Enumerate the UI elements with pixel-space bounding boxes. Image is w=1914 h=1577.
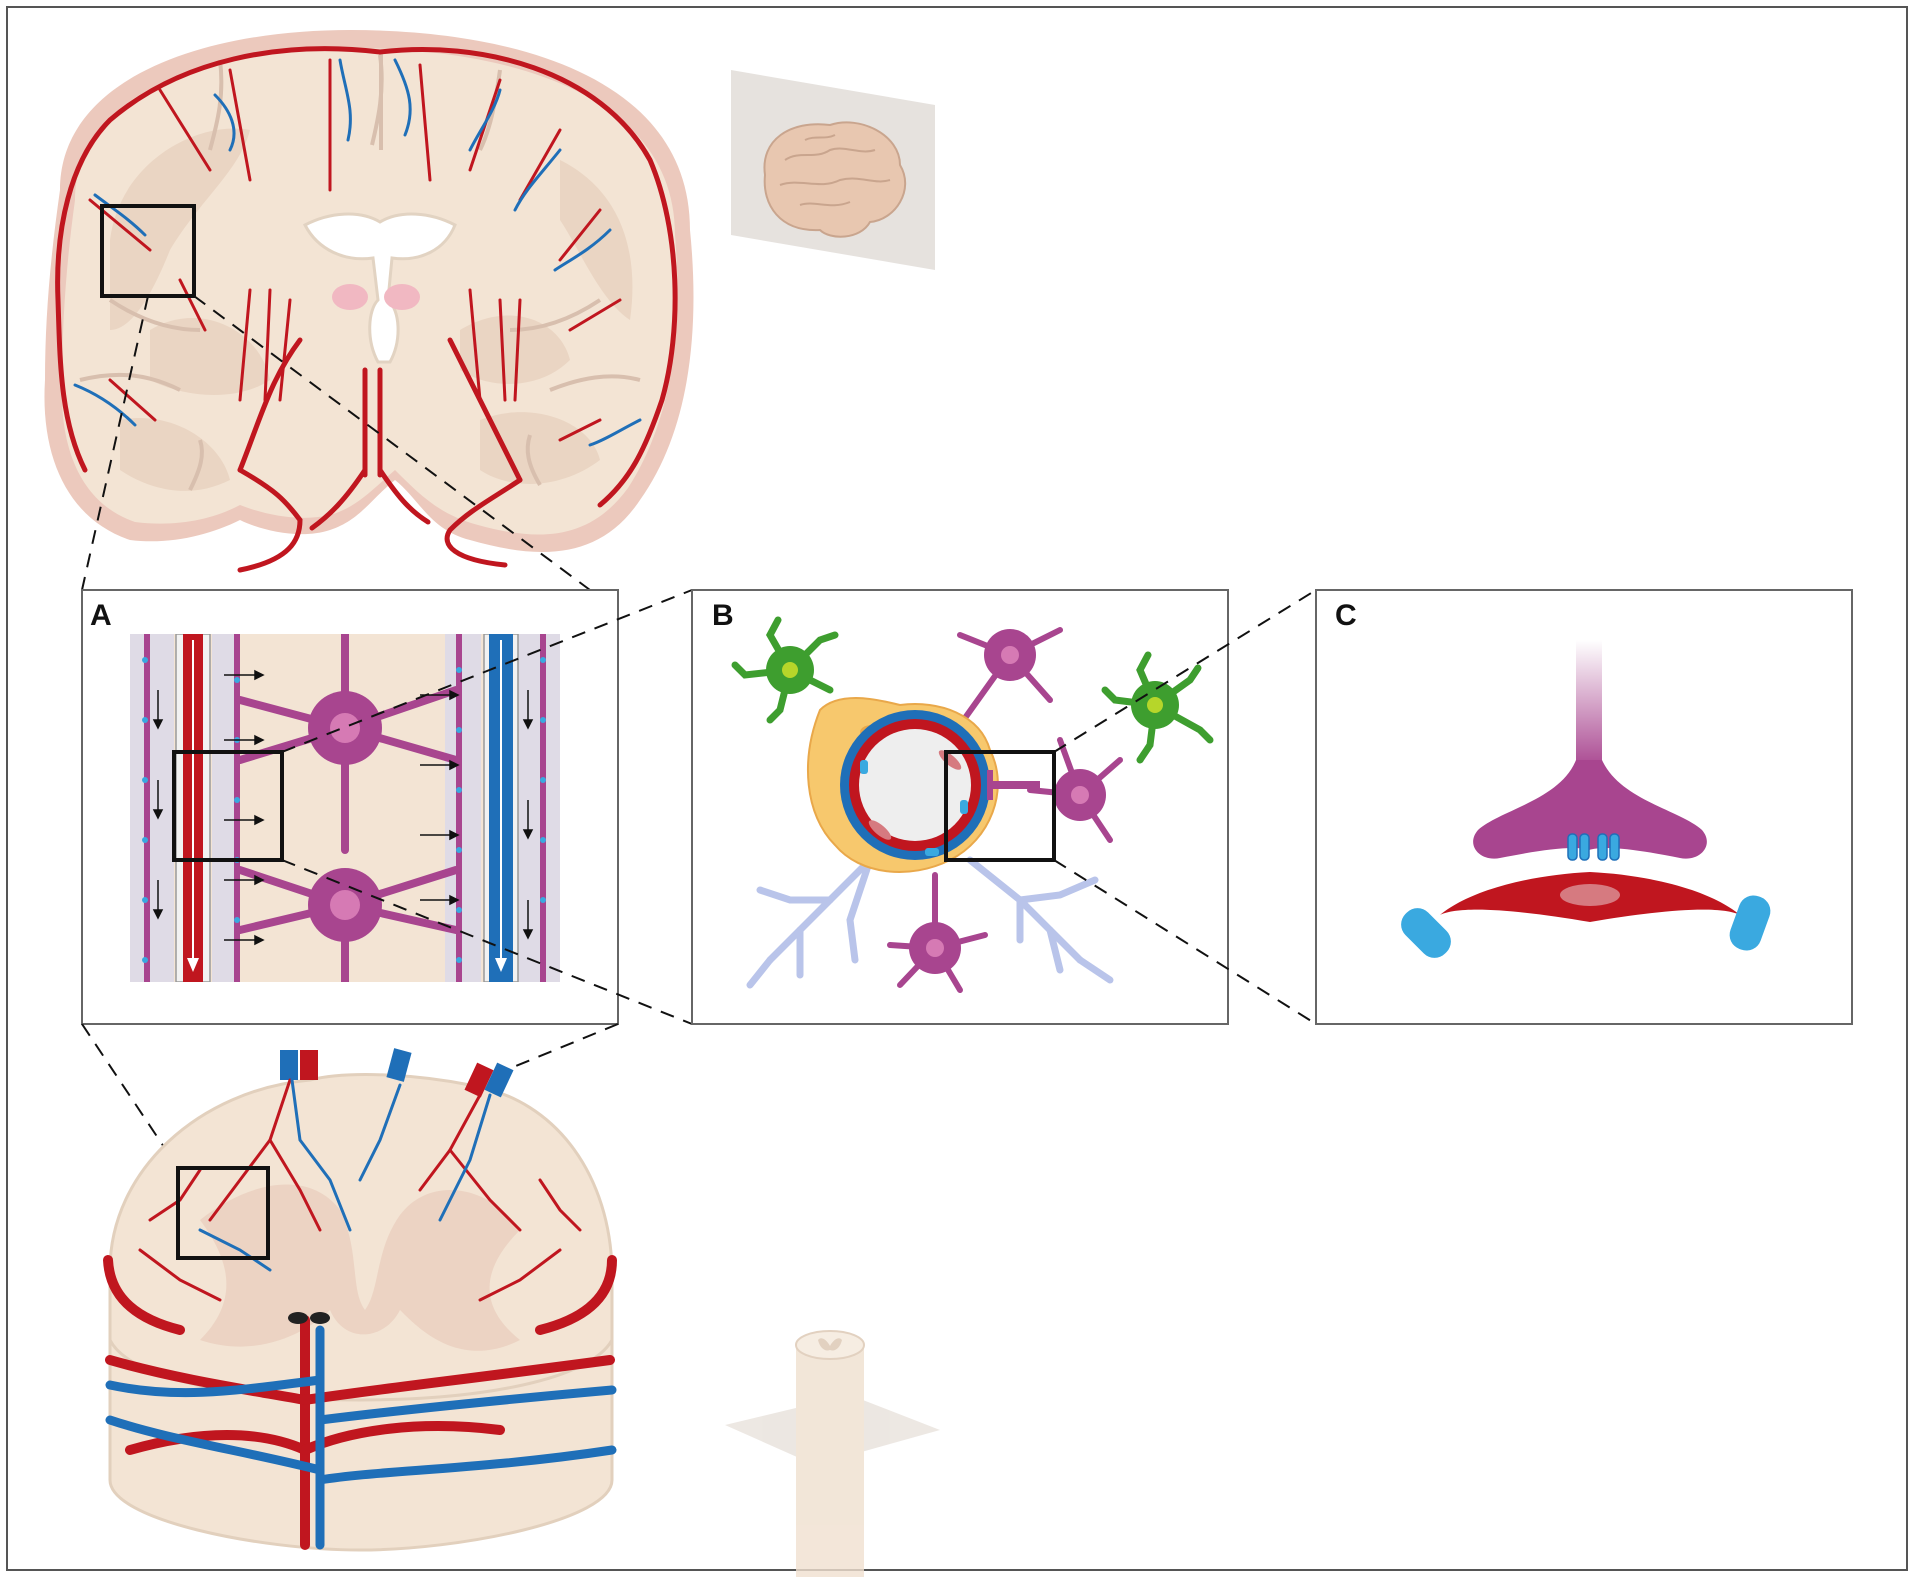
- zoom-lines-B-C: [1053, 589, 1317, 1025]
- astrocyte: [746, 856, 1114, 989]
- outer-frame: [6, 6, 1908, 1571]
- spinal-cord-orientation-icon: [725, 1330, 940, 1577]
- zoom-lines-brain: [81, 295, 591, 591]
- brain-coronal-section: [44, 30, 694, 573]
- panel-A-zoom-box: [172, 750, 284, 862]
- spinal-zoom-box: [176, 1166, 270, 1260]
- panel-C-label: C: [1335, 599, 1357, 632]
- spinal-cord-section: [103, 1048, 617, 1552]
- brain-orientation-icon: [731, 70, 935, 270]
- panel-B-zoom-box: [944, 750, 1056, 862]
- panel-C: C: [1315, 589, 1853, 1025]
- panel-A: A: [81, 589, 619, 1025]
- zoom-lines-A-B: [281, 589, 693, 1025]
- microglia: [731, 616, 1214, 764]
- panel-B-label: B: [712, 599, 734, 632]
- panel-A-label: A: [90, 599, 112, 632]
- panel-B: B: [691, 589, 1229, 1025]
